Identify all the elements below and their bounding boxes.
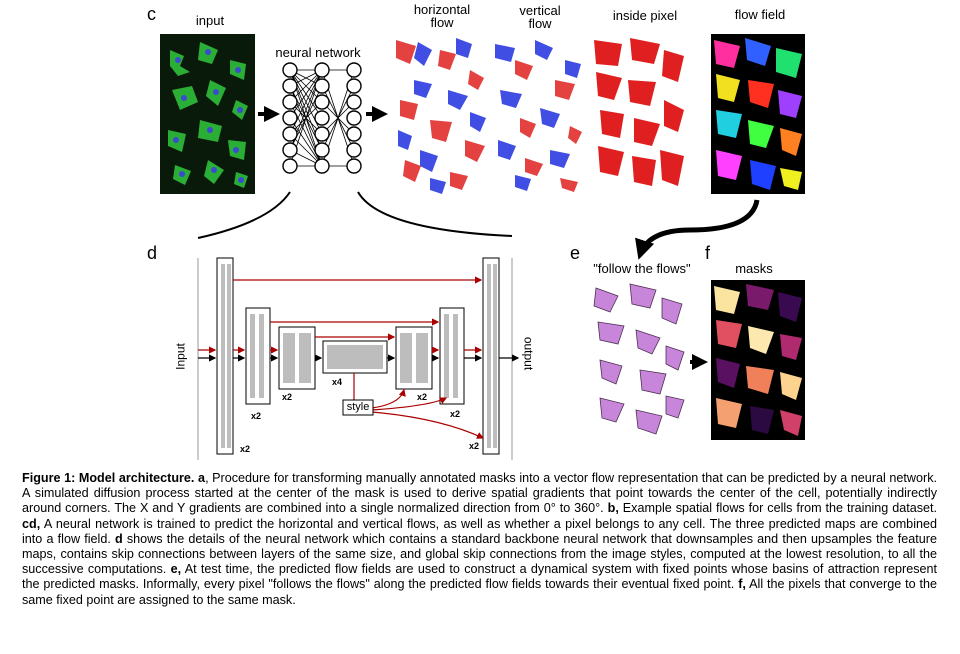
flow-field-label: flow field (734, 7, 786, 22)
x2-label-6: x2 (468, 441, 479, 451)
vertical-flow-map (491, 34, 587, 194)
horizontal-flow-label-1: horizontal (413, 2, 471, 17)
vertical-flow-label-1: vertical (519, 3, 561, 18)
follow-flows-image (590, 280, 686, 440)
panel-letter-d: d (147, 243, 158, 263)
inside-pixel-label: inside pixel (612, 8, 678, 23)
masks-label: masks (735, 261, 773, 276)
caption-f-text: All the pixels that converge to the same… (22, 577, 938, 607)
panel-letter-f: f (705, 243, 711, 263)
caption-b-text: Example spatial flows for cells from the… (618, 501, 938, 516)
inside-pixel-map (590, 34, 686, 194)
caption-e-letter: e, (170, 562, 182, 577)
caption-f-letter: f, (738, 577, 746, 592)
x2-label-4: x2 (416, 392, 427, 402)
figure-drawing (160, 34, 805, 460)
panel-letter-c: c (147, 4, 156, 24)
connector-left (197, 191, 291, 239)
follow-flows-label: "follow the flows" (593, 261, 691, 276)
output-axis-label: output (521, 336, 536, 371)
style-label: style (346, 401, 370, 413)
x2-label-2: x2 (250, 411, 261, 421)
figure-caption: Figure 1: Model architecture. a, Procedu… (22, 471, 937, 608)
input-image (160, 34, 255, 194)
caption-a-letter: a (198, 471, 206, 485)
architecture-diagram (197, 257, 520, 460)
caption-e-text: At test time, the predicted flow fields … (22, 562, 938, 592)
x2-label-1: x2 (281, 392, 292, 402)
flow-field-map (711, 34, 805, 194)
neural-network-label: neural network (275, 45, 361, 60)
x4-label: x4 (331, 377, 342, 387)
caption-a-text: , Procedure for transforming manually an… (22, 471, 937, 516)
caption-cd-text: A neural network is trained to predict t… (22, 516, 937, 546)
x2-label-3: x2 (239, 444, 250, 454)
vertical-flow-label-2: flow (528, 16, 552, 31)
caption-d-letter: d (115, 531, 123, 546)
horizontal-flow-map (393, 34, 489, 194)
caption-fig-title: Figure 1: Model architecture. (22, 471, 195, 485)
neural-network-diagram (282, 62, 362, 174)
input-label: input (195, 13, 225, 28)
caption-b-letter: b, (607, 501, 619, 516)
x2-label-5: x2 (449, 409, 460, 419)
caption-cd-letter: cd, (22, 516, 41, 531)
caption-d-text: shows the details of the neural network … (22, 531, 937, 577)
connector-right (357, 191, 513, 237)
masks-image (711, 280, 805, 440)
panel-letter-e: e (570, 243, 581, 263)
arrow-flowfield-to-e (635, 199, 760, 260)
input-axis-label: Input (173, 343, 188, 370)
horizontal-flow-label-2: flow (430, 15, 454, 30)
